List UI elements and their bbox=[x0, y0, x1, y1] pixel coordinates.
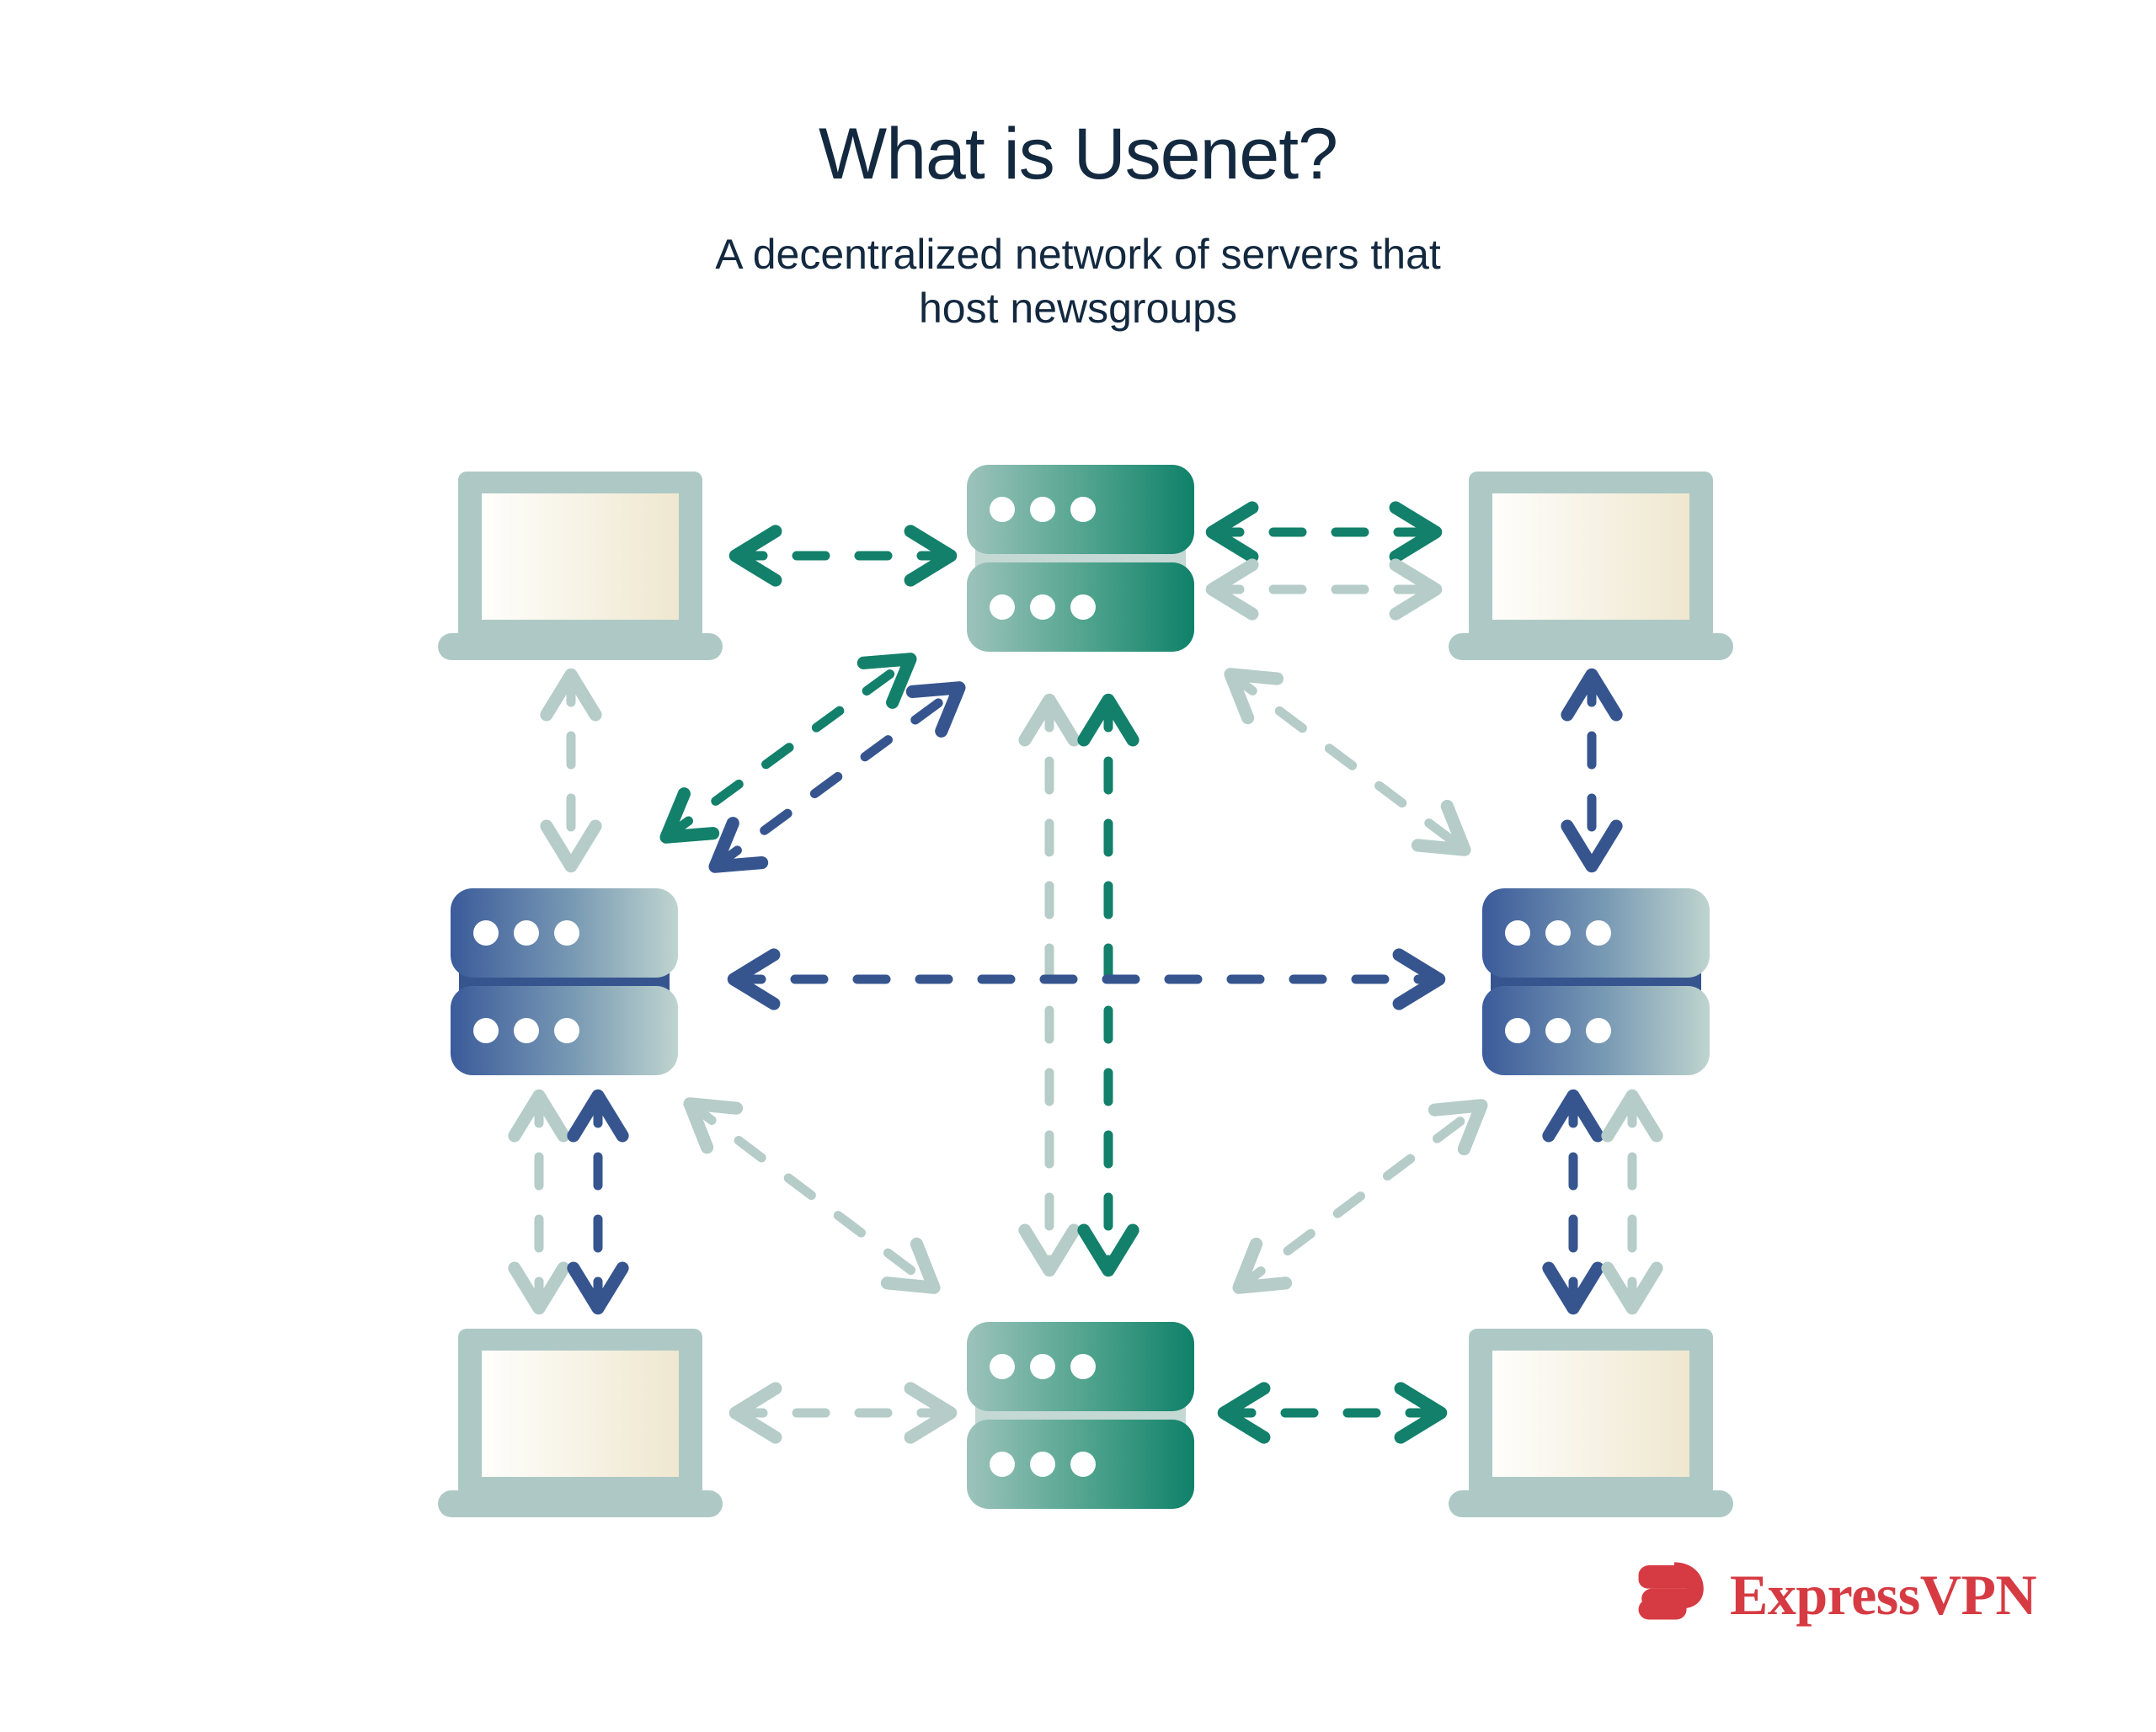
header: What is Usenet? A decentralized network … bbox=[0, 0, 2156, 335]
laptop-screen bbox=[482, 493, 679, 620]
server-status-dots-lower bbox=[990, 594, 1096, 620]
node-server-left bbox=[451, 888, 678, 1075]
server-status-dots-lower bbox=[990, 1452, 1096, 1477]
expressvpn-e-icon bbox=[1638, 1562, 1704, 1620]
node-laptop-bottom-right bbox=[1449, 1329, 1733, 1517]
connection-layer bbox=[508, 501, 1663, 1444]
node-laptop-top-right bbox=[1449, 472, 1733, 660]
server-status-dots-upper bbox=[473, 920, 579, 946]
page-title: What is Usenet? bbox=[819, 114, 1338, 195]
laptop-screen bbox=[1492, 493, 1689, 620]
server-status-dots-upper bbox=[990, 497, 1096, 522]
laptop-screen bbox=[482, 1351, 679, 1477]
laptop-screen bbox=[1492, 1351, 1689, 1477]
server-status-dots-lower bbox=[473, 1018, 579, 1043]
page-subtitle: A decentralized network of servers that … bbox=[715, 231, 1441, 333]
node-server-bottom bbox=[967, 1322, 1194, 1509]
node-server-right bbox=[1482, 888, 1710, 1075]
brand-name: ExpressVPN bbox=[1730, 1563, 2037, 1627]
laptop-base bbox=[1449, 1490, 1733, 1517]
server-status-dots-upper bbox=[1505, 920, 1611, 946]
node-laptop-bottom-left bbox=[438, 1329, 723, 1517]
laptop-base bbox=[438, 1490, 723, 1517]
brand-logo: ExpressVPN bbox=[1634, 1556, 2037, 1633]
connection-server-top-server-right bbox=[1224, 668, 1471, 856]
laptop-base bbox=[1449, 633, 1733, 660]
server-status-dots-lower bbox=[1505, 1018, 1611, 1043]
node-laptop-top-left bbox=[438, 472, 723, 660]
connection-server-left-server-bottom bbox=[683, 1097, 941, 1294]
server-status-dots-upper bbox=[990, 1354, 1096, 1379]
connection-server-left-server-top-blue bbox=[708, 681, 966, 873]
node-server-top bbox=[967, 465, 1194, 652]
laptop-base bbox=[438, 633, 723, 660]
connection-server-bottom-server-right bbox=[1232, 1099, 1488, 1294]
